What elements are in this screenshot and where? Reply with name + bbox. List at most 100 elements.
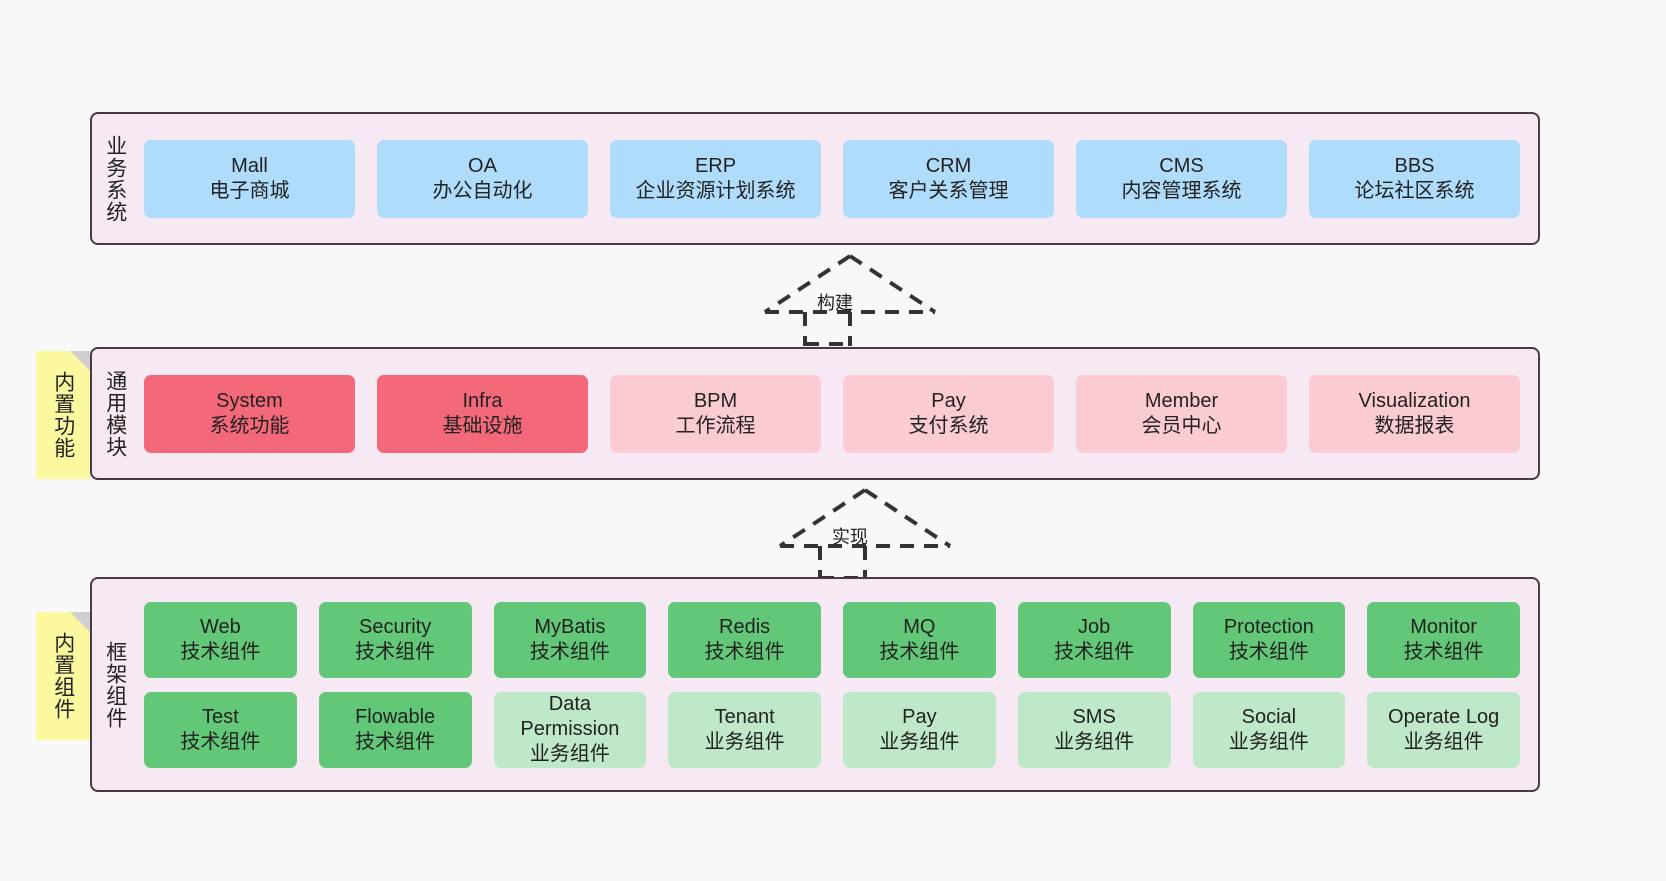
module-subtitle: 企业资源计划系统 — [635, 179, 796, 202]
module-name: Data Permission — [520, 693, 620, 741]
module-subtitle: 业务组件 — [1403, 730, 1484, 753]
module-subtitle: 技术组件 — [180, 730, 261, 753]
module-name: Protection — [1223, 615, 1314, 638]
note-fold-icon — [70, 612, 90, 632]
framework-layer-label: 框架组件 — [103, 640, 127, 729]
module-name: Mall — [231, 154, 268, 177]
module-subtitle: 技术组件 — [879, 640, 960, 663]
module-name: System — [216, 389, 283, 412]
module-name: Security — [359, 615, 432, 638]
module-name: MQ — [903, 615, 936, 638]
module-subtitle: 论坛社区系统 — [1354, 179, 1475, 202]
module-name: Visualization — [1358, 389, 1471, 412]
module-name: Tenant — [714, 705, 775, 728]
common-layer-label: 通用模块 — [103, 369, 127, 458]
module-name: Job — [1078, 615, 1111, 638]
module-subtitle: 会员中心 — [1141, 414, 1222, 437]
module-subtitle: 技术组件 — [529, 640, 610, 663]
connector-implement-label: 实现 — [832, 527, 868, 547]
module-subtitle: 技术组件 — [180, 640, 261, 663]
module-subtitle: 业务组件 — [879, 730, 960, 753]
module-name: Test — [202, 705, 239, 728]
module-name: BPM — [693, 389, 738, 412]
module-name: CMS — [1159, 154, 1204, 177]
module-name: Monitor — [1410, 615, 1477, 638]
module-name: CRM — [925, 154, 972, 177]
impl-arrow-left-edge — [778, 488, 867, 548]
module-subtitle: 数据报表 — [1374, 414, 1455, 437]
module-name: Pay — [902, 705, 937, 728]
module-name: Member — [1144, 389, 1219, 412]
module-subtitle: 技术组件 — [355, 640, 436, 663]
module-name: BBS — [1394, 154, 1435, 177]
build-arrow-right-edge — [848, 254, 937, 314]
build-arrow-left-edge — [763, 254, 852, 314]
connector-build-label: 构建 — [817, 293, 853, 313]
module-name: Redis — [719, 615, 771, 638]
module-name: SMS — [1072, 705, 1116, 728]
module-subtitle: 基础设施 — [442, 414, 523, 437]
module-subtitle: 技术组件 — [1228, 640, 1309, 663]
module-subtitle: 业务组件 — [1054, 730, 1135, 753]
connector-build: 构建 — [755, 250, 945, 346]
module-name: ERP — [694, 154, 737, 177]
note-builtin-components-label: 内置组件 — [51, 632, 75, 720]
module-name: OA — [468, 154, 497, 177]
module-name: Operate Log — [1388, 705, 1500, 728]
module-subtitle: 支付系统 — [908, 414, 989, 437]
module-subtitle: 办公自动化 — [432, 179, 533, 202]
module-name: Social — [1241, 705, 1297, 728]
module-subtitle: 工作流程 — [675, 414, 756, 437]
impl-arrow-right-edge — [863, 488, 952, 548]
module-subtitle: 技术组件 — [355, 730, 436, 753]
module-subtitle: 客户关系管理 — [888, 179, 1009, 202]
connector-implement: 实现 — [770, 484, 960, 580]
module-name: Web — [199, 615, 241, 638]
note-fold-icon — [70, 351, 90, 371]
module-subtitle: 技术组件 — [704, 640, 785, 663]
module-subtitle: 技术组件 — [1403, 640, 1484, 663]
module-subtitle: 技术组件 — [1054, 640, 1135, 663]
module-name: MyBatis — [534, 615, 606, 638]
module-subtitle: 业务组件 — [529, 742, 610, 765]
business-layer-label: 业务系统 — [103, 134, 127, 223]
